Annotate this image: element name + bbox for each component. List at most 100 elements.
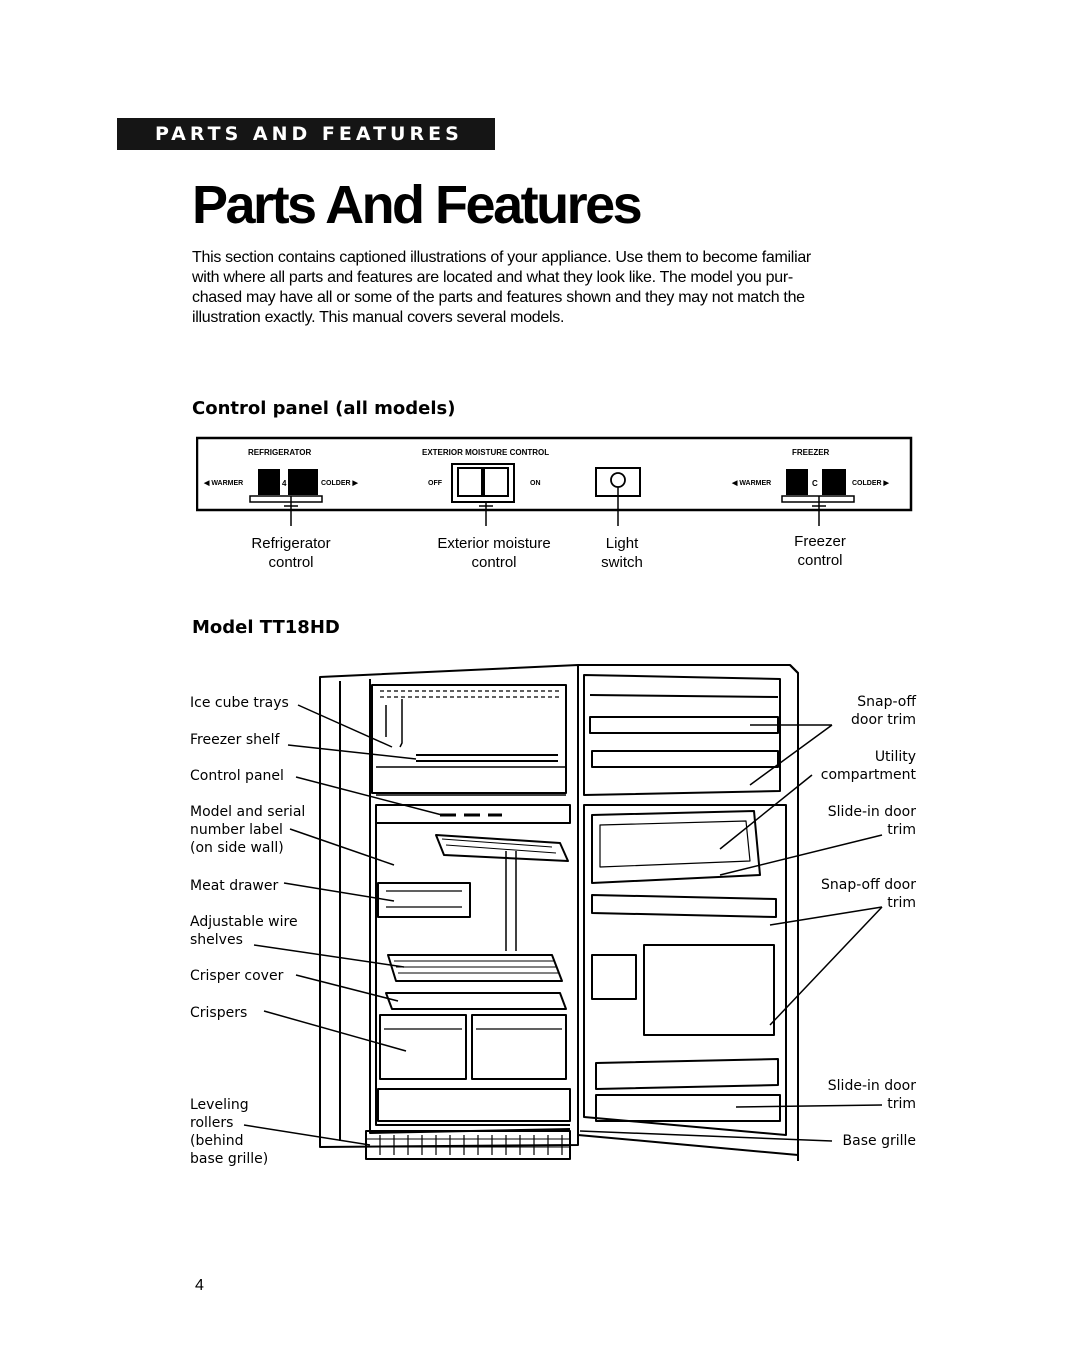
caption-line: switch bbox=[601, 554, 643, 571]
caption-refrigerator-control: Refrigerator control bbox=[230, 534, 352, 572]
freezer-shelf bbox=[416, 754, 558, 762]
label-crispers: Crispers bbox=[190, 1005, 248, 1021]
label-line: Model and serial bbox=[190, 804, 306, 820]
label-snapoff-trim-top: Snap-off door trim bbox=[851, 693, 916, 729]
panel-label-refrigerator: REFRIGERATOR bbox=[248, 448, 311, 457]
leader-utility bbox=[719, 774, 813, 850]
page-number: 4 bbox=[195, 1277, 204, 1294]
freezer-door bbox=[583, 674, 781, 796]
label-freezer-shelf: Freezer shelf bbox=[190, 732, 280, 748]
leader-snapoff-mid bbox=[769, 906, 883, 1026]
door-bin-top bbox=[591, 894, 777, 918]
ref-slider-right bbox=[288, 469, 318, 495]
wire-shelf-top bbox=[435, 834, 569, 862]
frz-setting: C bbox=[812, 479, 818, 488]
label-line: base grille) bbox=[190, 1151, 269, 1167]
section-banner: PARTS AND FEATURES bbox=[117, 118, 495, 150]
leader-model-serial bbox=[289, 828, 395, 866]
panel-colder-right: COLDER ▶ bbox=[852, 480, 890, 487]
panel-off: OFF bbox=[428, 480, 443, 487]
caption-freezer-control: Freezer control bbox=[780, 532, 860, 570]
intro-paragraph: This section contains captioned illustra… bbox=[192, 248, 912, 328]
leader-base-grille bbox=[579, 1130, 833, 1142]
wire-shelf-lower bbox=[387, 954, 563, 982]
label-control-panel: Control panel bbox=[190, 768, 284, 784]
label-ice-cube-trays: Ice cube trays bbox=[190, 695, 289, 711]
label-meat-drawer: Meat drawer bbox=[190, 878, 279, 894]
label-line: trim bbox=[887, 1096, 916, 1112]
caption-line: Freezer bbox=[794, 533, 846, 550]
panel-label-freezer: FREEZER bbox=[792, 448, 830, 457]
label-line: Slide-in door bbox=[827, 1078, 916, 1094]
label-line: Adjustable wire bbox=[190, 914, 298, 930]
control-panel-heading: Control panel (all models) bbox=[192, 398, 456, 419]
label-line: (behind bbox=[190, 1133, 244, 1149]
label-line: compartment bbox=[820, 767, 916, 783]
leader-snapoff-top bbox=[749, 724, 833, 786]
label-slidein-trim-top: Slide-in door trim bbox=[828, 803, 916, 839]
base-grille bbox=[365, 1130, 571, 1160]
leader-leveling-rollers bbox=[243, 1124, 371, 1146]
crisper-left bbox=[379, 1014, 467, 1080]
utility-compartment bbox=[591, 810, 761, 884]
panel-warmer-left: ◀ WARMER bbox=[203, 480, 243, 487]
leader-crispers bbox=[263, 1010, 407, 1052]
label-line: Slide-in door bbox=[827, 804, 916, 820]
crisper-cover bbox=[385, 992, 567, 1010]
interior-control-panel bbox=[375, 804, 571, 824]
label-line: number label bbox=[190, 822, 283, 838]
caption-moisture-control: Exterior moisture control bbox=[420, 534, 568, 572]
door-outline bbox=[577, 664, 799, 1156]
intro-line: chased may have all or some of the parts… bbox=[192, 289, 805, 306]
label-leveling-rollers: Leveling rollers (behind base grille) bbox=[190, 1096, 268, 1168]
label-line: Leveling bbox=[190, 1097, 249, 1113]
label-wire-shelves: Adjustable wire shelves bbox=[190, 913, 298, 949]
label-crisper-cover: Crisper cover bbox=[190, 968, 284, 984]
leader-freezer-shelf bbox=[287, 744, 417, 760]
caption-line: Light bbox=[605, 535, 639, 552]
fresh-food-door bbox=[583, 804, 787, 1136]
frz-slider-left bbox=[786, 469, 808, 495]
label-utility-compartment: Utility compartment bbox=[821, 748, 916, 784]
label-line: Snap-off bbox=[857, 694, 916, 710]
leader-slidein-bottom bbox=[735, 1104, 883, 1108]
label-line: trim bbox=[887, 895, 916, 911]
refrigerator-illustration bbox=[243, 664, 883, 1161]
intro-line: illustration exactly. This manual covers… bbox=[192, 309, 565, 326]
leader-wire-shelves bbox=[253, 944, 405, 968]
label-line: Utility bbox=[874, 749, 916, 765]
leader-control-panel bbox=[295, 776, 443, 816]
caption-line: control bbox=[797, 552, 843, 569]
leader-meat-drawer bbox=[283, 882, 395, 902]
label-snapoff-trim-mid: Snap-off door trim bbox=[821, 876, 916, 912]
label-line: shelves bbox=[190, 932, 243, 948]
caption-line: Refrigerator bbox=[251, 535, 331, 552]
freezer-compartment bbox=[371, 684, 567, 794]
label-model-serial: Model and serial number label (on side w… bbox=[190, 803, 305, 857]
model-heading: Model TT18HD bbox=[192, 617, 340, 638]
door-bin-bottom bbox=[595, 1058, 779, 1090]
intro-line: with where all parts and features are lo… bbox=[192, 269, 793, 286]
panel-on: ON bbox=[530, 480, 541, 487]
ref-setting: 4 bbox=[282, 479, 287, 488]
panel-label-moisture: EXTERIOR MOISTURE CONTROL bbox=[422, 448, 549, 457]
label-line: (on side wall) bbox=[190, 840, 284, 856]
leader-ice-cube-trays bbox=[297, 704, 393, 748]
ref-slider-left bbox=[258, 469, 280, 495]
caption-line: control bbox=[471, 554, 517, 571]
label-base-grille: Base grille bbox=[842, 1133, 916, 1149]
label-line: rollers bbox=[190, 1115, 234, 1131]
intro-line: This section contains captioned illustra… bbox=[192, 249, 811, 266]
control-panel-diagram: REFRIGERATOR ◀ WARMER 4 COLDER ▶ EXTERIO… bbox=[196, 436, 913, 526]
door-bin-small bbox=[591, 954, 637, 1000]
caption-line: Exterior moisture bbox=[437, 535, 551, 552]
leader-slidein-top bbox=[719, 834, 883, 876]
panel-warmer-right: ◀ WARMER bbox=[731, 480, 771, 487]
meat-drawer bbox=[377, 882, 471, 918]
cabinet-outline bbox=[319, 664, 579, 1148]
caption-light-switch: Light switch bbox=[586, 534, 658, 572]
label-line: door trim bbox=[851, 712, 916, 728]
page-title: Parts And Features bbox=[192, 175, 643, 235]
crisper-right bbox=[471, 1014, 567, 1080]
label-line: Snap-off door bbox=[821, 877, 916, 893]
